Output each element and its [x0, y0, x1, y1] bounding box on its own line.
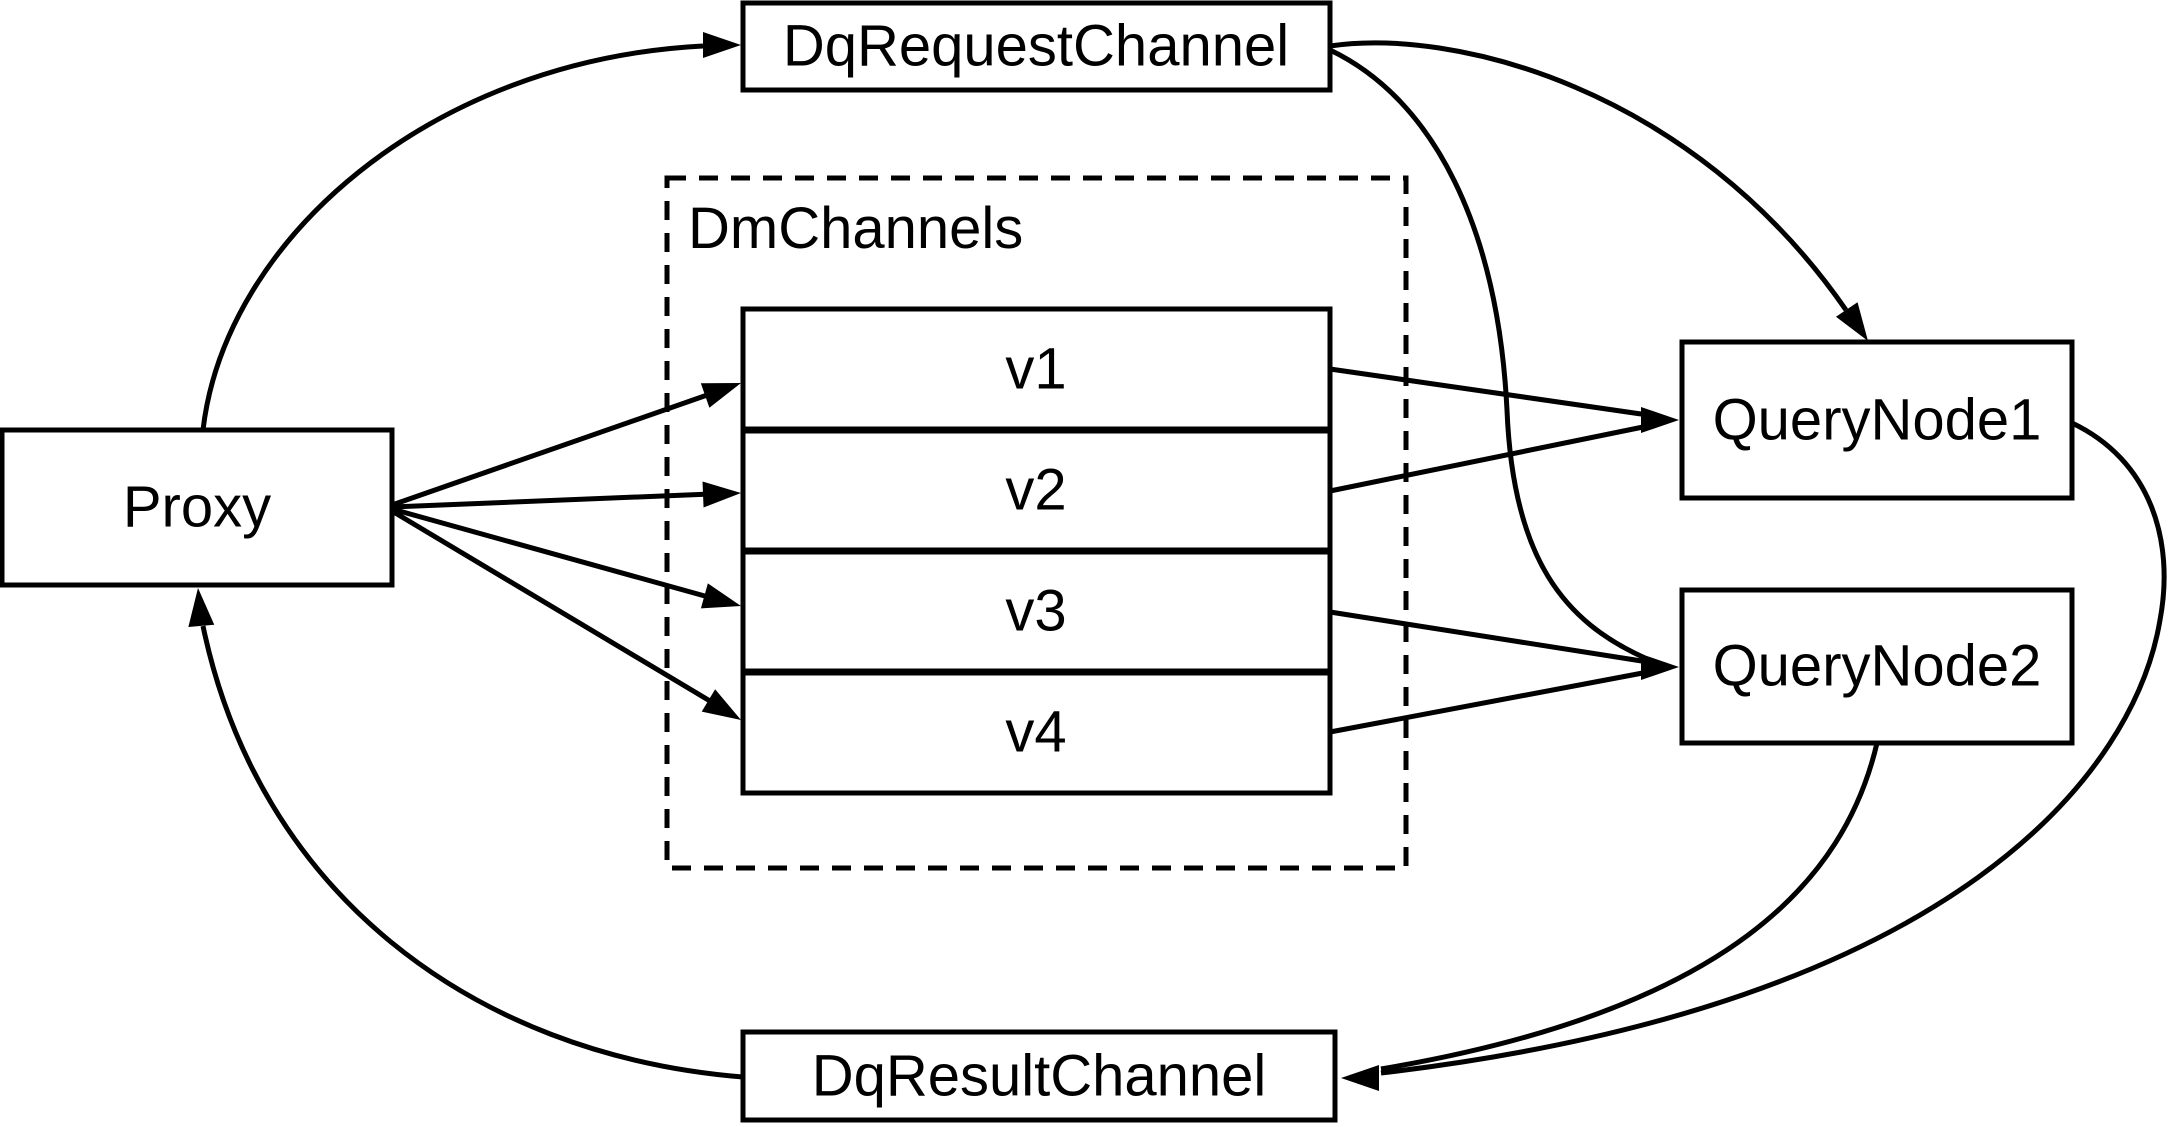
arrowhead-into-querynode2-left — [1641, 654, 1679, 680]
node-dq-result-channel: DqResultChannel — [740, 1029, 1338, 1123]
arrowhead-into-v3 — [700, 583, 741, 609]
edge-dqrequestchannel-to-querynode1 — [1329, 40, 1849, 312]
dm-channels-border — [664, 175, 1409, 871]
edge-v1-to-querynode1 — [1329, 366, 1649, 418]
arrowhead-layer — [188, 32, 1868, 1091]
edge-proxy-to-v1 — [391, 390, 714, 508]
channel-v4-label: v4 — [1005, 700, 1066, 765]
edge-proxy-to-dqrequestchannel — [200, 43, 704, 431]
channel-v3-label: v3 — [1005, 579, 1066, 644]
edge-v2-to-querynode1 — [1329, 423, 1649, 494]
edge-querynode2-to-dqresultchannel — [1380, 742, 1880, 1072]
node-dq-request-channel: DqRequestChannel — [740, 0, 1333, 93]
arrowhead-into-v1 — [700, 383, 741, 408]
arrowhead-into-v2 — [702, 481, 741, 508]
query-node-2-box — [1679, 587, 2075, 746]
edge-dqrequestchannel-to-querynode2 — [1328, 47, 1647, 661]
proxy-label: Proxy — [123, 475, 271, 540]
channel-v2-label: v2 — [1005, 458, 1066, 523]
proxy-box — [0, 427, 395, 588]
dq-request-channel-label: DqRequestChannel — [783, 14, 1289, 79]
arrowhead-into-querynode1-left — [1641, 407, 1679, 433]
edge-proxy-to-v4 — [390, 508, 717, 707]
edge-proxy-to-v3 — [391, 506, 713, 601]
arrowhead-into-proxy-bottom — [188, 588, 215, 627]
node-query-node-1: QueryNode1 — [1679, 339, 2075, 501]
edge-proxy-to-v2 — [391, 491, 712, 510]
arrowhead-into-v4 — [701, 689, 741, 720]
dq-result-channel-box — [740, 1029, 1338, 1123]
edge-v4-to-querynode2 — [1329, 669, 1649, 735]
arrowhead-into-dqresultchannel-right — [1341, 1065, 1379, 1091]
edge-querynode1-to-dqresultchannel — [1380, 420, 2167, 1076]
node-proxy: Proxy — [0, 427, 395, 588]
query-node-1-label: QueryNode1 — [1713, 388, 2042, 453]
query-node-1-box — [1679, 339, 2075, 501]
dm-channels-label: DmChannels — [688, 196, 1023, 261]
node-query-node-2: QueryNode2 — [1679, 587, 2075, 746]
channel-v1-label: v1 — [1005, 337, 1066, 402]
arrowhead-into-querynode1-top — [1835, 302, 1868, 341]
edge-dqresultchannel-to-proxy — [200, 625, 744, 1080]
edge-layer — [200, 40, 2167, 1080]
arrowhead-into-dqrequestchannel — [703, 32, 741, 58]
channel-stack: v1 v2 v3 v4 — [740, 306, 1333, 796]
edge-v3-to-querynode2 — [1329, 609, 1649, 665]
dq-request-channel-box — [740, 0, 1333, 93]
dq-result-channel-label: DqResultChannel — [812, 1044, 1267, 1109]
query-node-2-label: QueryNode2 — [1713, 634, 2042, 699]
dm-channels-group: DmChannels — [664, 175, 1409, 871]
